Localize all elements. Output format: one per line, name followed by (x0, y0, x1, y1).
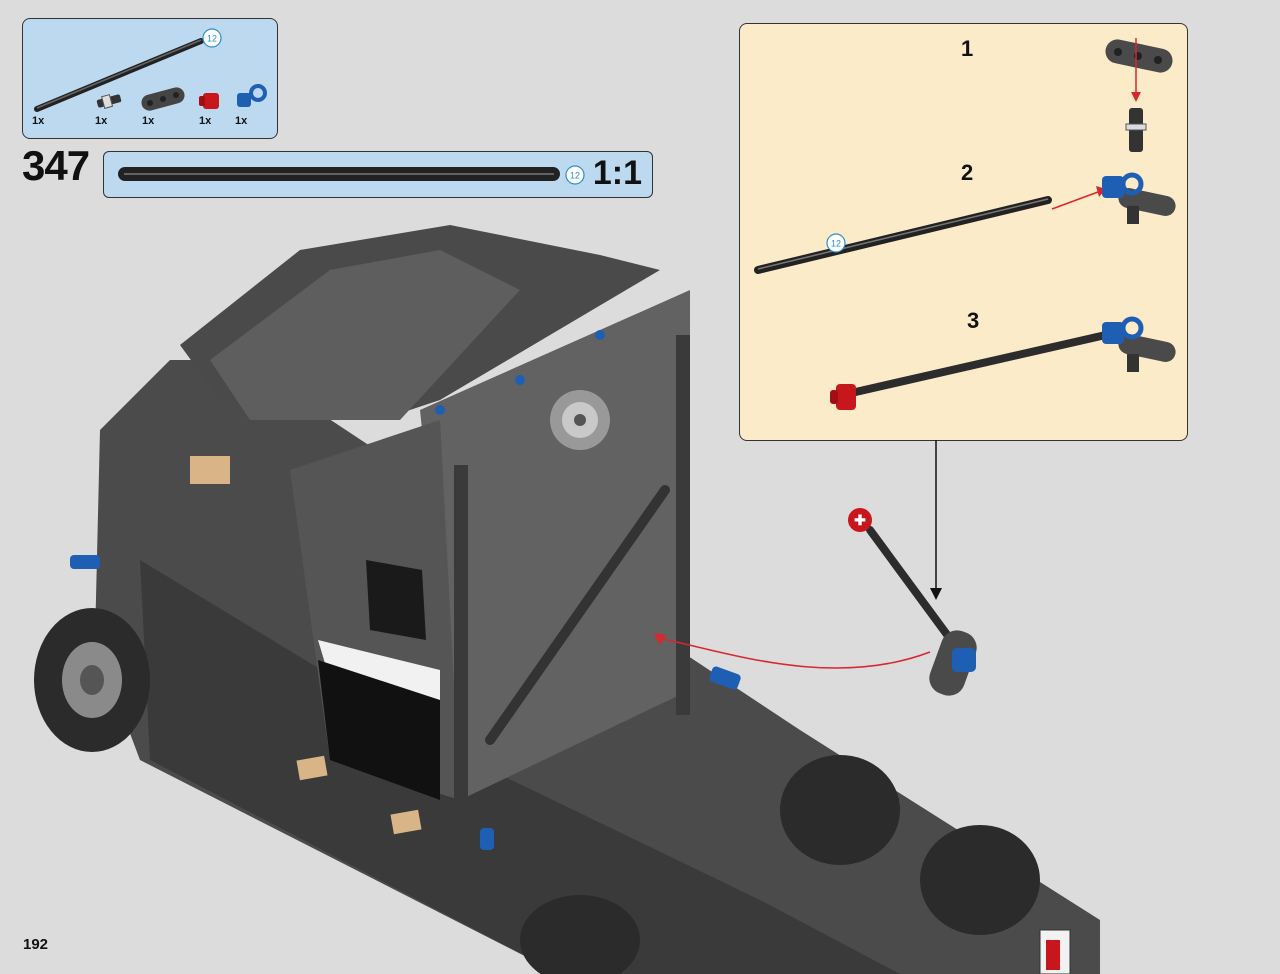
part-qty: 1x (32, 115, 45, 127)
scale-axle-illustration: 12 (118, 165, 585, 185)
substep1-pin-icon (1125, 108, 1147, 152)
svg-text:12: 12 (207, 34, 217, 44)
sub-step-number: 2 (961, 160, 974, 185)
blue-pin-icon (70, 555, 100, 569)
substep2-axle-icon (754, 196, 1052, 274)
scale-label: 1:1 (592, 154, 642, 192)
part-qty: 1x (142, 115, 155, 127)
parts-list-illustrations: 12 (34, 28, 267, 112)
diagonal-brace-icon (485, 485, 670, 745)
axle-part-icon (34, 38, 204, 112)
substep2-assembly-icon (1102, 172, 1176, 224)
vertical-post-icon (454, 465, 468, 815)
callout-box: 1 2 3 12 (739, 23, 1188, 441)
liftarm-part-icon (141, 87, 185, 111)
part-qty: 1x (235, 115, 248, 127)
substep3-red-bush-icon (830, 384, 856, 410)
red-insertion-arrow-icon (657, 637, 931, 669)
sub-step-number: 3 (967, 308, 980, 333)
vertical-post-icon (676, 335, 690, 715)
scale-reference-box: 12 1:1 (103, 151, 653, 198)
part-qty: 1x (199, 115, 212, 127)
svg-text:✚: ✚ (854, 512, 866, 528)
axle-pin-part-icon (96, 94, 122, 109)
blue-connector-part-icon (237, 84, 267, 107)
part-qty: 1x (95, 115, 108, 127)
gear-icon (550, 390, 610, 450)
tan-part-icon (390, 809, 422, 835)
sub-step-number: 1 (961, 36, 974, 61)
blue-pin-icon (709, 666, 741, 690)
length-badge-icon (202, 28, 222, 48)
page-number: 192 (23, 936, 49, 953)
length-badge-icon (826, 233, 846, 253)
substep3-axle-icon (834, 330, 1114, 400)
step-number: 347 (22, 142, 90, 189)
svg-text:12: 12 (570, 171, 580, 181)
front-wheel-icon (34, 608, 150, 752)
blue-pin-icon (515, 375, 525, 385)
svg-text:12: 12 (831, 239, 841, 249)
blue-pin-icon (480, 828, 494, 850)
parts-list-box: 12 1x 1x 1x 1x 1x (22, 18, 278, 139)
red-arrow-icon (1051, 191, 1099, 210)
substep3-assembly-icon (1102, 316, 1176, 372)
rear-wheel-icon (520, 755, 1040, 974)
cab-window-icon (366, 560, 426, 640)
length-badge-icon (565, 165, 585, 185)
tan-part-icon (296, 755, 328, 781)
red-bush-part-icon (199, 93, 219, 109)
tan-part-icon (190, 456, 230, 484)
blue-pin-icon (595, 330, 605, 340)
inserted-subassembly-icon: ✚ (848, 508, 977, 696)
callout-illustrations: 12 (754, 38, 1176, 410)
blue-pin-icon (435, 405, 445, 415)
cab-back-wall-icon (420, 290, 690, 800)
